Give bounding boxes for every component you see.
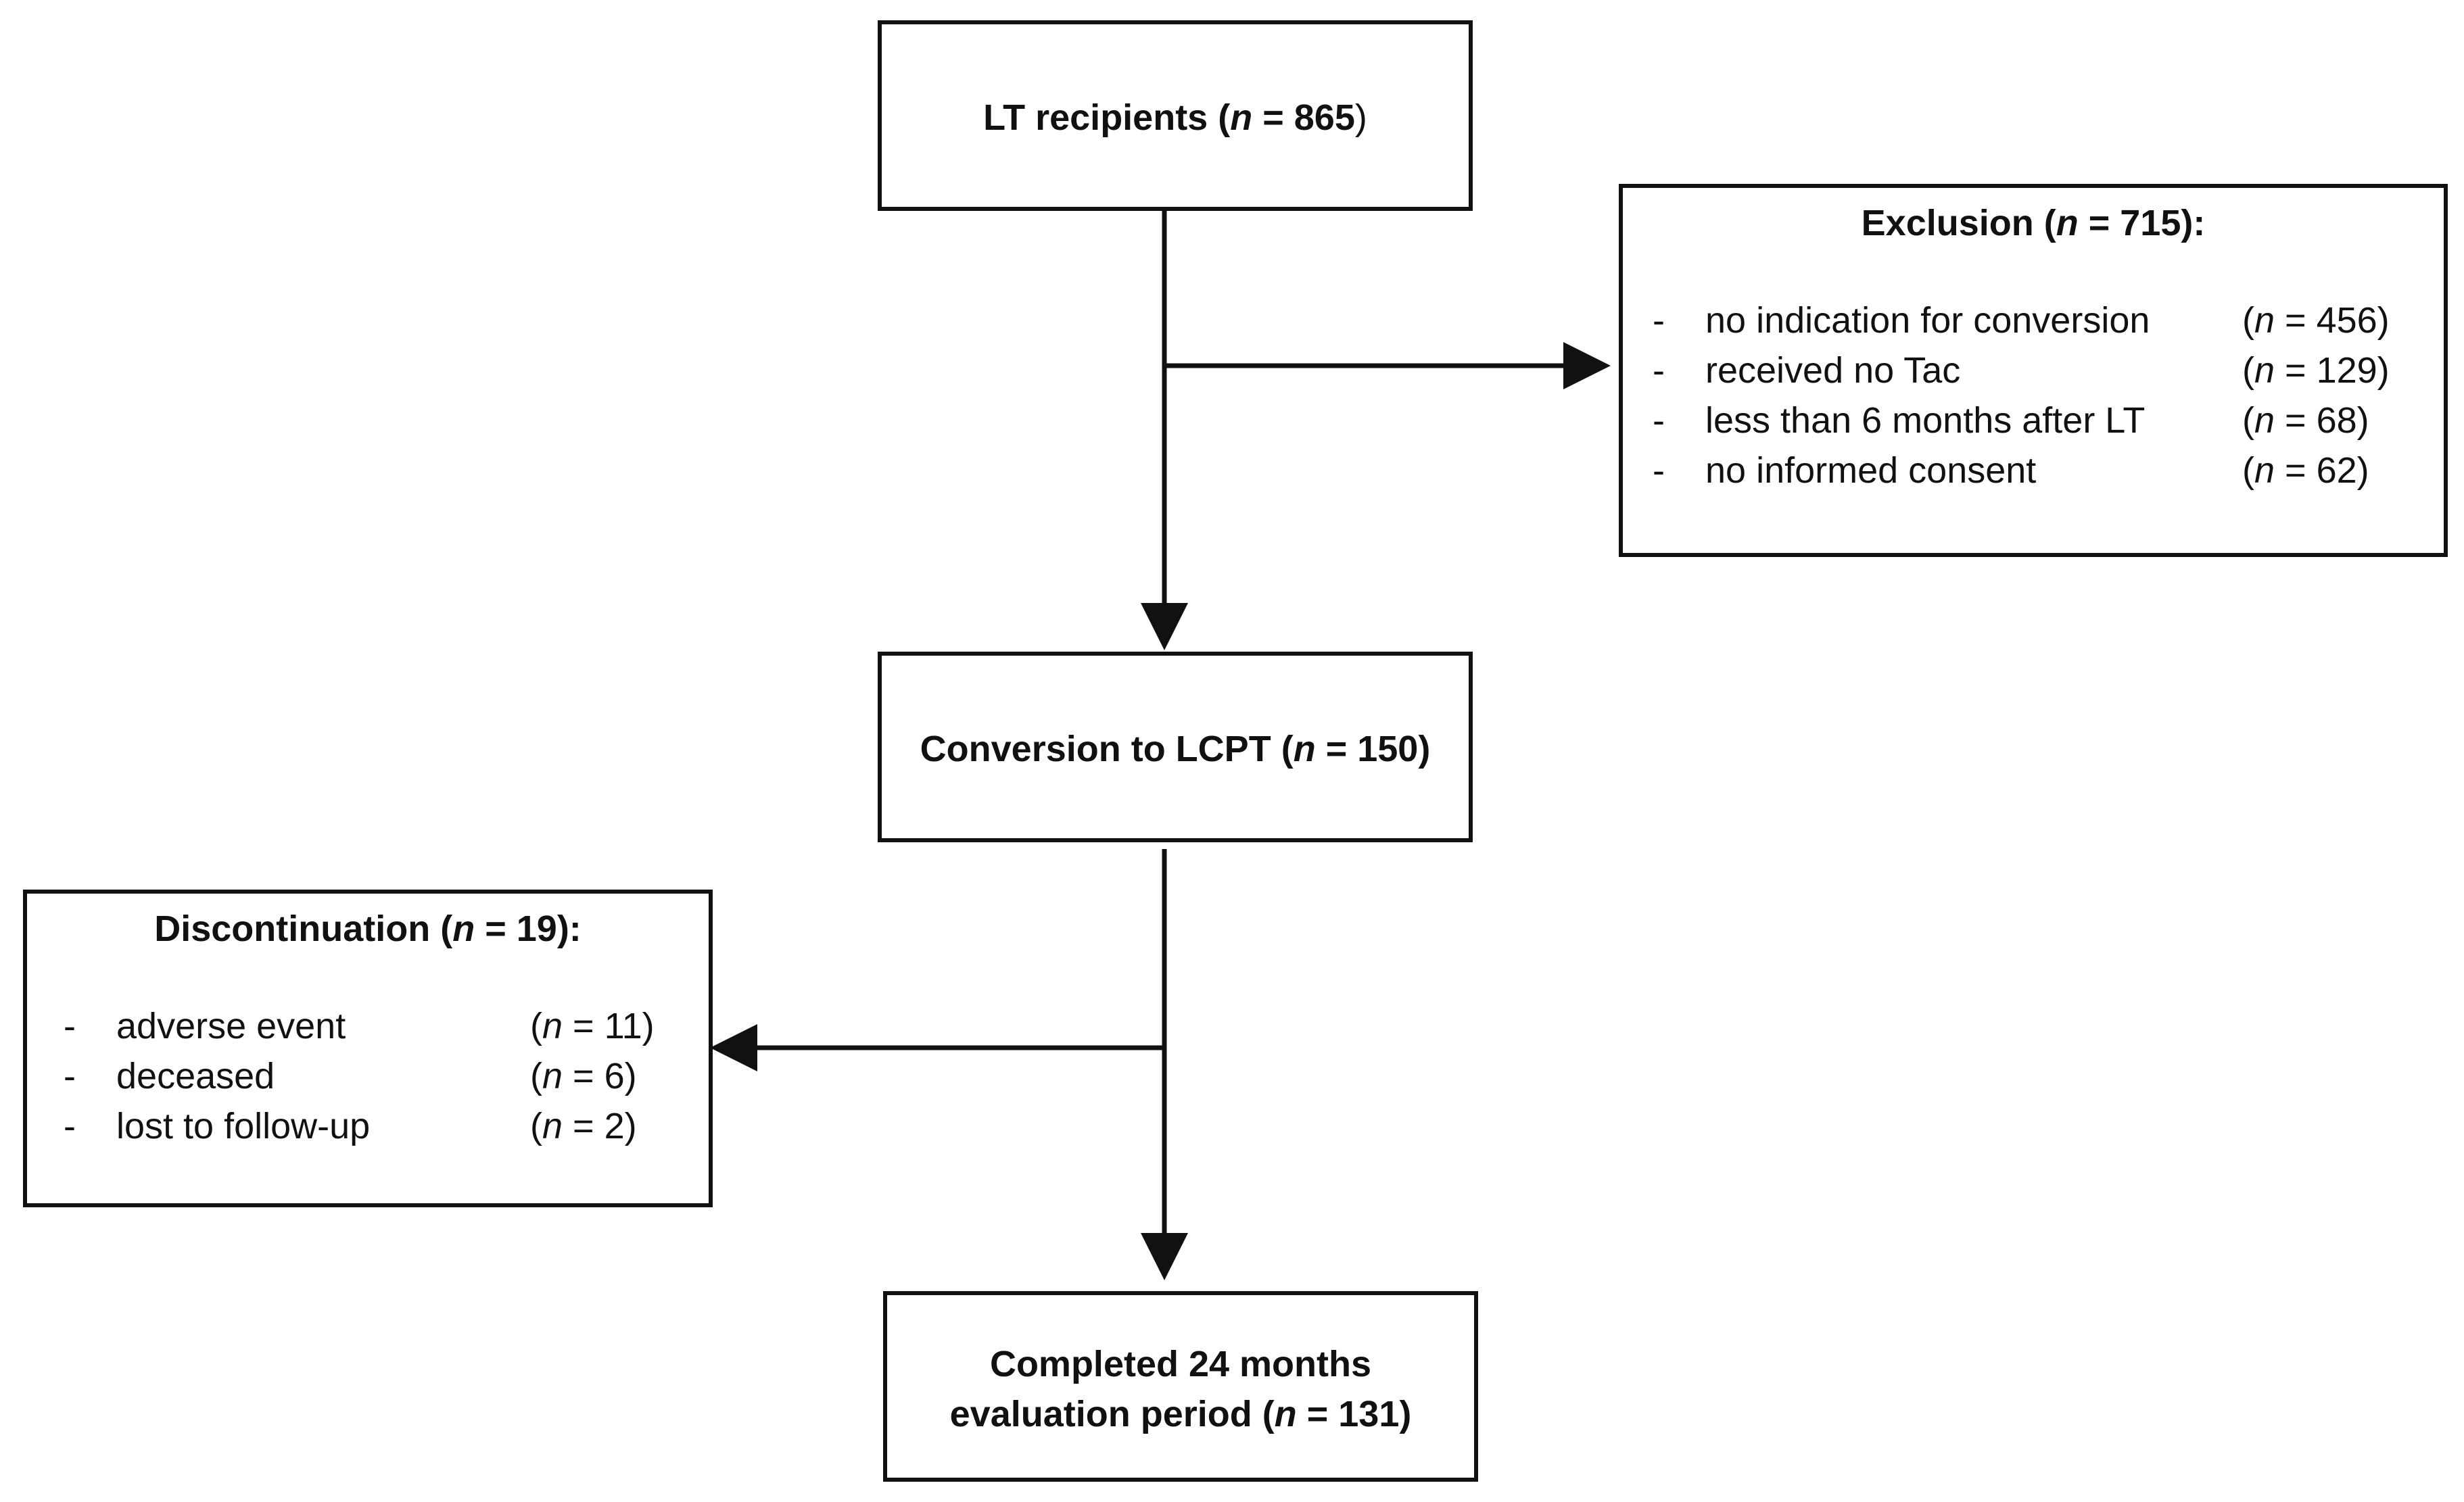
discontinuation-item-count: (n = 2) bbox=[530, 1106, 637, 1146]
completed-title-line1: Completed 24 months bbox=[989, 1344, 1372, 1384]
exclusion-item-count: (n = 62) bbox=[2242, 450, 2369, 491]
exclusion-item-label: received no Tac bbox=[1705, 350, 1961, 391]
list-dash: - bbox=[1653, 400, 1665, 441]
list-dash: - bbox=[64, 1006, 76, 1046]
exclusion-title: Exclusion (n = 715): bbox=[1861, 203, 2206, 243]
conversion-box: Conversion to LCPT (n = 150) bbox=[878, 652, 1473, 842]
exclusion-item-count: (n = 68) bbox=[2242, 400, 2369, 441]
discontinuation-item-label: adverse event bbox=[116, 1006, 346, 1046]
recipients-box: LT recipients (n = 865) bbox=[878, 20, 1473, 211]
discontinuation-title: Discontinuation (n = 19): bbox=[154, 909, 582, 949]
exclusion-item-count: (n = 129) bbox=[2242, 350, 2390, 391]
recipients-title: LT recipients (n = 865) bbox=[983, 97, 1367, 138]
completed-title-line2: evaluation period (n = 131) bbox=[949, 1394, 1412, 1434]
list-dash: - bbox=[1653, 350, 1665, 391]
discontinuation-item-label: lost to follow-up bbox=[116, 1106, 371, 1146]
discontinuation-item-count: (n = 11) bbox=[530, 1006, 655, 1046]
exclusion-item-count: (n = 456) bbox=[2242, 300, 2390, 341]
discontinuation-box: Discontinuation (n = 19): - adverse even… bbox=[23, 890, 713, 1207]
list-dash: - bbox=[1653, 300, 1665, 341]
completed-box: Completed 24 months evaluation period (n… bbox=[883, 1291, 1478, 1482]
list-dash: - bbox=[64, 1106, 76, 1146]
exclusion-item-label: no indication for conversion bbox=[1705, 300, 2150, 341]
exclusion-item-label: less than 6 months after LT bbox=[1705, 400, 2146, 441]
discontinuation-item-count: (n = 6) bbox=[530, 1056, 637, 1096]
discontinuation-item-label: deceased bbox=[116, 1056, 275, 1096]
list-dash: - bbox=[64, 1056, 76, 1096]
exclusion-item-label: no informed consent bbox=[1705, 450, 2037, 491]
list-dash: - bbox=[1653, 450, 1665, 491]
exclusion-box: Exclusion (n = 715): - no indication for… bbox=[1619, 184, 2448, 557]
conversion-title: Conversion to LCPT (n = 150) bbox=[920, 729, 1431, 769]
